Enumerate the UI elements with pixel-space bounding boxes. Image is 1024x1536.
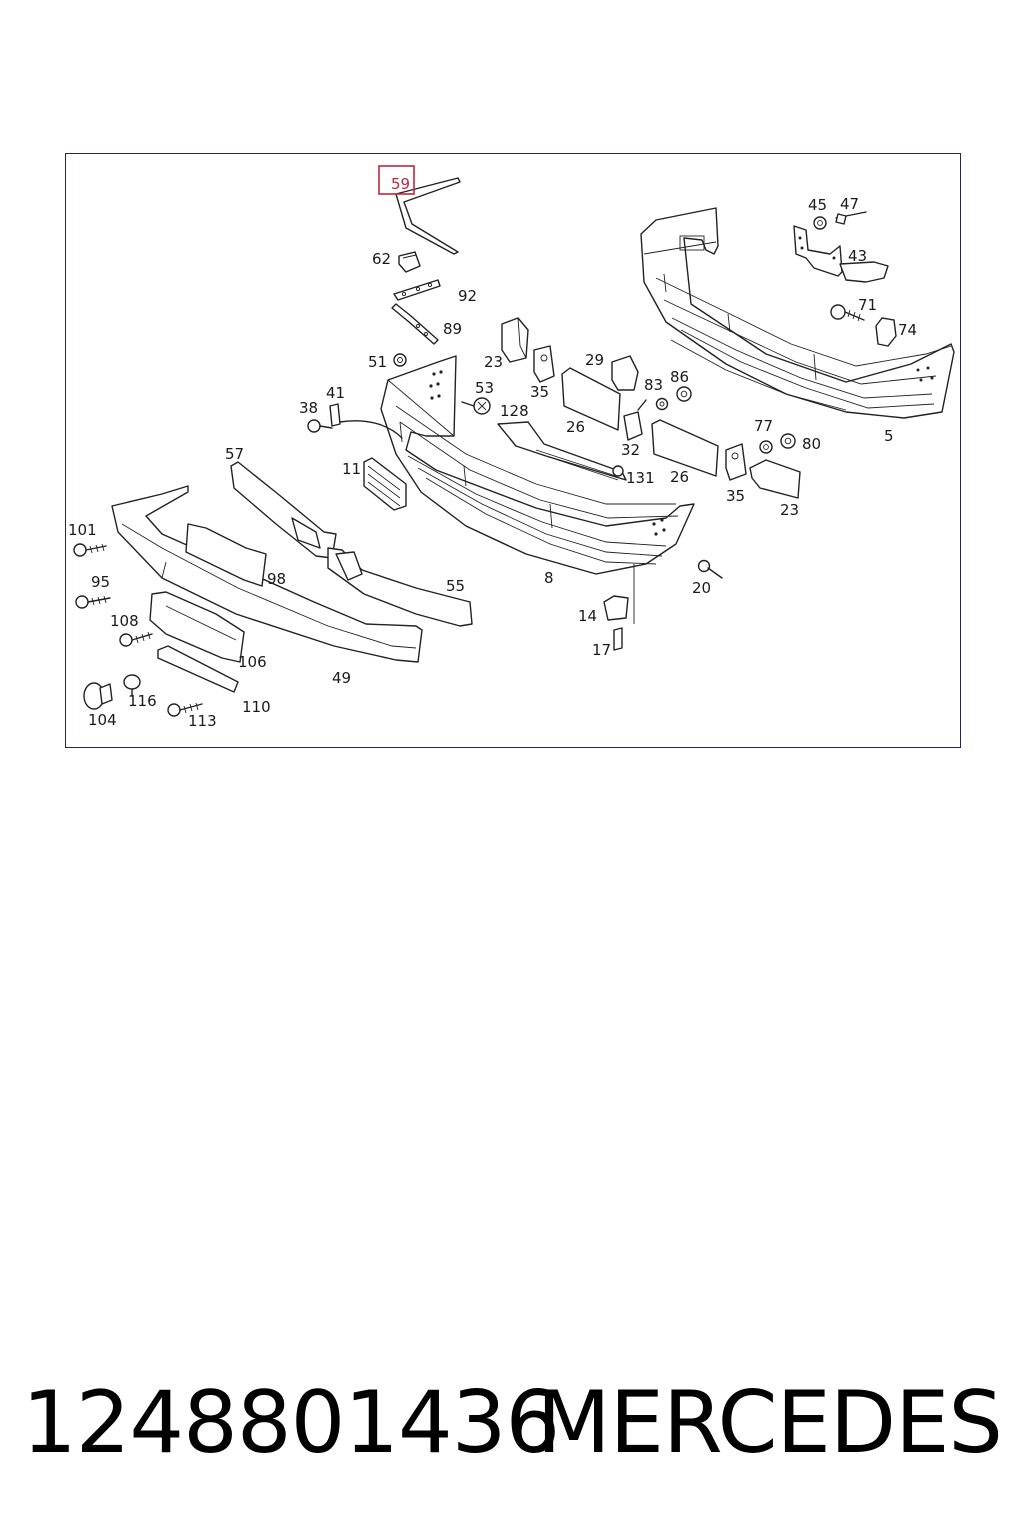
part-104-clip[interactable] xyxy=(83,682,113,710)
callout-26[interactable]: 26 xyxy=(566,418,585,436)
callout-55[interactable]: 55 xyxy=(446,577,465,595)
part-14-bracket[interactable] xyxy=(603,595,629,621)
callout-116[interactable]: 116 xyxy=(128,692,157,710)
callout-32[interactable]: 32 xyxy=(621,441,640,459)
part-23-guide-lower[interactable] xyxy=(749,459,801,499)
highlight-box xyxy=(378,165,415,195)
part-29-guide[interactable] xyxy=(611,355,639,391)
callout-29[interactable]: 29 xyxy=(585,351,604,369)
callout-95[interactable]: 95 xyxy=(91,573,110,591)
part-11-grille[interactable] xyxy=(363,457,407,511)
part-83-washer[interactable] xyxy=(655,397,669,411)
brand-name: MERCEDES xyxy=(536,1373,1003,1473)
callout-23-lower[interactable]: 23 xyxy=(780,501,799,519)
callout-98[interactable]: 98 xyxy=(267,570,286,588)
callout-14[interactable]: 14 xyxy=(578,607,597,625)
callout-53[interactable]: 53 xyxy=(475,379,494,397)
callout-86[interactable]: 86 xyxy=(670,368,689,386)
part-43-bracket[interactable] xyxy=(793,225,889,283)
callout-45[interactable]: 45 xyxy=(808,196,827,214)
part-101-screw[interactable] xyxy=(73,543,107,557)
part-caption: 1248801436 MERCEDES xyxy=(0,1368,1024,1478)
part-116-clip[interactable] xyxy=(123,674,141,697)
part-113-screw[interactable] xyxy=(167,702,203,717)
part-8-bumper-cover[interactable] xyxy=(380,355,695,624)
part-41-wire-bracket[interactable] xyxy=(329,403,403,439)
callout-92[interactable]: 92 xyxy=(458,287,477,305)
part-35-mount-upper[interactable] xyxy=(533,345,555,383)
callout-131[interactable]: 131 xyxy=(626,469,655,487)
callout-5[interactable]: 5 xyxy=(884,427,894,445)
part-49-bumper-carrier[interactable] xyxy=(111,485,423,663)
callout-106[interactable]: 106 xyxy=(238,653,267,671)
part-26-guide-lower[interactable] xyxy=(651,419,719,477)
parts-diagram: 59 62 92 89 51 23 35 29 53 128 83 86 26 … xyxy=(65,153,961,748)
part-55-impact-strip[interactable] xyxy=(327,547,473,627)
callout-35[interactable]: 35 xyxy=(530,383,549,401)
part-89-strip[interactable] xyxy=(391,303,439,345)
part-71-bolt[interactable] xyxy=(830,304,865,322)
exploded-view-drawing: 59 62 92 89 51 23 35 29 53 128 83 86 26 … xyxy=(68,165,955,730)
part-23-guide-upper[interactable] xyxy=(501,317,529,363)
callout-26-lower[interactable]: 26 xyxy=(670,468,689,486)
callout-23[interactable]: 23 xyxy=(484,353,503,371)
part-74-bracket[interactable] xyxy=(875,317,897,347)
part-86-nut[interactable] xyxy=(676,386,692,402)
part-106-holder[interactable] xyxy=(149,591,245,663)
part-77-washer[interactable] xyxy=(759,440,773,454)
part-62-clip[interactable] xyxy=(398,251,421,273)
part-92-bracket[interactable] xyxy=(393,279,441,301)
callout-71[interactable]: 71 xyxy=(858,296,877,314)
callout-41[interactable]: 41 xyxy=(326,384,345,402)
part-number: 1248801436 xyxy=(22,1373,560,1473)
part-47-pin[interactable] xyxy=(835,211,867,225)
callout-11[interactable]: 11 xyxy=(342,460,361,478)
part-17-plate[interactable] xyxy=(613,627,623,651)
part-35-mount-lower[interactable] xyxy=(725,443,747,481)
callout-108[interactable]: 108 xyxy=(110,612,139,630)
callout-113[interactable]: 113 xyxy=(188,712,217,730)
callout-labels: 59 62 92 89 51 23 35 29 53 128 83 86 26 … xyxy=(68,165,917,730)
callout-104[interactable]: 104 xyxy=(88,711,117,729)
callout-89[interactable]: 89 xyxy=(443,320,462,338)
part-57-impact-strip[interactable] xyxy=(230,461,337,559)
part-95-screw[interactable] xyxy=(75,595,111,609)
callout-49[interactable]: 49 xyxy=(332,669,351,687)
part-20-screw[interactable] xyxy=(697,559,723,579)
part-32-mount[interactable] xyxy=(623,399,647,441)
part-110-strip[interactable] xyxy=(157,645,239,693)
part-45-washer[interactable] xyxy=(813,216,827,230)
callout-57[interactable]: 57 xyxy=(225,445,244,463)
callout-77[interactable]: 77 xyxy=(754,417,773,435)
callout-101[interactable]: 101 xyxy=(68,521,97,539)
part-5-rear-bumper[interactable] xyxy=(640,207,955,419)
part-38-clip[interactable] xyxy=(307,419,333,433)
callout-128[interactable]: 128 xyxy=(500,402,529,420)
callout-38[interactable]: 38 xyxy=(299,399,318,417)
part-26-guide-upper[interactable] xyxy=(561,367,621,431)
callout-47[interactable]: 47 xyxy=(840,195,859,213)
part-59-trim-strip[interactable] xyxy=(395,177,461,255)
callout-110[interactable]: 110 xyxy=(242,698,271,716)
part-131-clip[interactable] xyxy=(612,465,624,477)
callout-80[interactable]: 80 xyxy=(802,435,821,453)
callout-43[interactable]: 43 xyxy=(848,247,867,265)
callout-59[interactable]: 59 xyxy=(391,175,410,193)
callout-74[interactable]: 74 xyxy=(898,321,917,339)
part-53-screw[interactable] xyxy=(461,397,491,415)
part-108-screw[interactable] xyxy=(119,631,153,647)
part-51-nut[interactable] xyxy=(393,353,407,367)
callout-51[interactable]: 51 xyxy=(368,353,387,371)
part-128-grille[interactable] xyxy=(497,421,627,481)
callout-17[interactable]: 17 xyxy=(592,641,611,659)
callout-20[interactable]: 20 xyxy=(692,579,711,597)
part-80-nut[interactable] xyxy=(780,433,796,449)
callout-83[interactable]: 83 xyxy=(644,376,663,394)
callout-35-lower[interactable]: 35 xyxy=(726,487,745,505)
part-98-plate[interactable] xyxy=(185,523,267,587)
callout-62[interactable]: 62 xyxy=(372,250,391,268)
callout-8[interactable]: 8 xyxy=(544,569,554,587)
